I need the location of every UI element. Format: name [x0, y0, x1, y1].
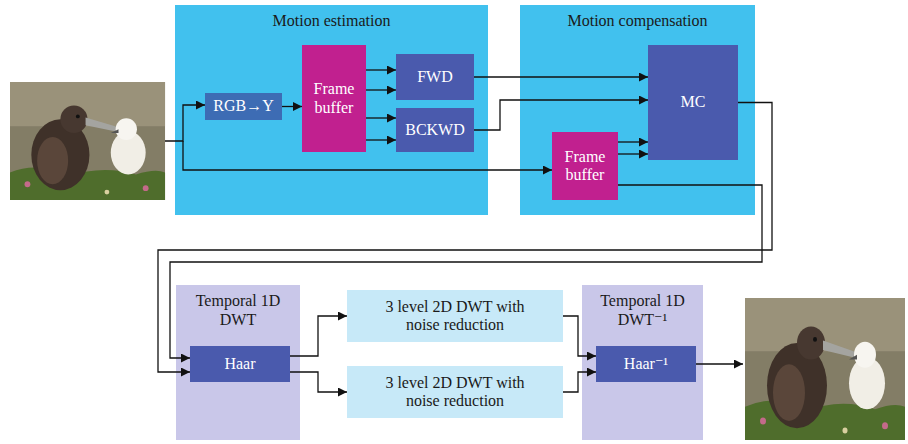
panel-title: Temporal 1D DWT	[176, 291, 300, 329]
box-label: RGB→Y	[213, 97, 273, 115]
flow-arrow	[618, 141, 648, 142]
flow-arrow	[170, 185, 762, 358]
stage-panel: Temporal 1D DWT Haar	[176, 285, 300, 440]
process-box: RGB→Y	[205, 93, 282, 120]
panel-title: Motion compensation	[520, 11, 755, 30]
process-box: Haar	[190, 346, 290, 382]
flow-arrow	[290, 316, 347, 356]
process-box: 3 level 2D DWT with noise reduction	[347, 366, 563, 418]
panel-title: Motion estimation	[175, 11, 488, 30]
flow-arrow	[563, 316, 596, 356]
flow-arrow	[474, 76, 648, 77]
flow-arrow	[158, 103, 772, 373]
stage-panel: Temporal 1D DWT⁻¹ Haar⁻¹	[582, 285, 703, 440]
flow-arrow	[366, 89, 396, 90]
flow-arrow	[618, 153, 648, 154]
flow-arrow	[282, 106, 302, 107]
process-box: Haar⁻¹	[596, 346, 696, 382]
buffer-box: Frame buffer	[552, 132, 618, 200]
flow-arrow	[366, 117, 396, 118]
process-box: MC	[648, 45, 738, 160]
process-box: FWD	[396, 54, 474, 100]
flow-arrow	[474, 100, 648, 130]
buffer-box: Frame buffer	[302, 45, 366, 152]
flow-arrow	[290, 372, 347, 392]
input-wire	[165, 105, 205, 141]
flow-arrow	[366, 69, 396, 70]
input-wire	[183, 141, 552, 170]
box-label: Haar⁻¹	[624, 355, 668, 373]
output-wire	[696, 363, 743, 364]
stage-panel: Motion compensationMC Frame buffer	[520, 5, 755, 215]
box-label: Frame buffer	[555, 148, 615, 185]
box-label: 3 level 2D DWT with noise reduction	[368, 374, 543, 411]
box-label: MC	[681, 93, 706, 111]
box-label: Haar	[224, 355, 255, 373]
flow-arrow	[366, 139, 396, 140]
stage-panel: Motion estimationRGB→Y Frame buffer FWD BCK…	[175, 5, 488, 215]
flow-arrow	[563, 372, 596, 392]
input-photo	[10, 82, 165, 200]
process-box: 3 level 2D DWT with noise reduction	[347, 290, 563, 342]
output-photo	[745, 298, 905, 440]
box-label: Frame buffer	[305, 80, 363, 117]
process-box: BCKWD	[396, 108, 474, 152]
panel-title: Temporal 1D DWT⁻¹	[582, 291, 703, 329]
box-label: FWD	[417, 68, 453, 86]
box-label: BCKWD	[405, 121, 465, 139]
box-label: 3 level 2D DWT with noise reduction	[368, 298, 543, 335]
